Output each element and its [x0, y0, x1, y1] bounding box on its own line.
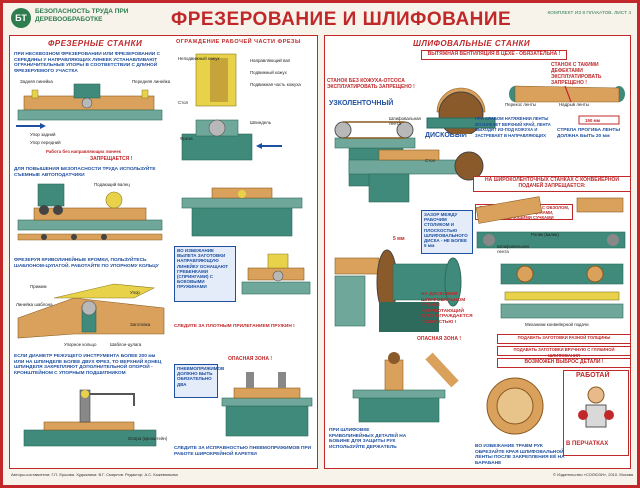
defects-warning: СТАНОК С ТАКИМИ ДЕФЕКТАМИ ЭКСПЛУАТИРОВАТ… — [551, 62, 602, 86]
label-stop-ring: Упорное кольцо — [64, 342, 97, 347]
label-no-rulers: Работа без направляющих линеек — [46, 149, 121, 154]
gloves-bottom-label: В ПЕРЧАТКАХ — [566, 441, 609, 447]
milling-section-title: ФРЕЗЕРНЫЕ СТАНКИ — [48, 39, 143, 48]
wide-rule-2: ПОДАВАТЬ ЗАГОТОВКИ РАЗНОЙ ТОЛЩИНЫ — [497, 334, 631, 344]
disc-sander-table-illustration — [348, 149, 484, 203]
springs-illustration — [241, 253, 311, 295]
label-table: Стол — [178, 100, 189, 105]
label-bracket: Опора (кронштейн) — [128, 436, 168, 441]
curved-edge-illustration — [17, 283, 165, 339]
label-skew: Перекос ленты — [505, 102, 536, 107]
sag-note: СТРЕЛА ПРОГИБА ЛЕНТЫ ДОЛЖНА БЫТЬ 20 мм — [557, 128, 621, 139]
label-rear-ruler: Задняя линейка — [20, 79, 53, 84]
disc-sander-illustration — [334, 249, 462, 332]
worker-gloves-icon — [578, 386, 614, 428]
danger-zone-left: ОПАСНАЯ ЗОНА ! — [228, 356, 273, 362]
sag-value: 150 мм — [585, 118, 601, 123]
header: БТ БЕЗОПАСНОСТЬ ТРУДА ПРИ ДЕРЕВООБРАБОТК… — [3, 3, 637, 33]
holder-note: ПРИ ШЛИФОВКЕ КРИВОЛИНЕЙНЫХ ДЕТАЛЕЙ НА БО… — [329, 428, 407, 450]
wide-belt-machine-illustration — [500, 263, 624, 319]
label-workpiece: Заготовка — [130, 322, 151, 327]
guard-title: ОГРАЖДЕНИЕ РАБОЧЕЙ ЧАСТИ ФРЕЗЫ — [176, 39, 301, 45]
hand-injury-note: ВО ИЗБЕЖАНИЕ ТРАВМ РУК ОБРЕЗАЙТЕ КРАЯ ШЛ… — [475, 444, 565, 466]
note-springs: СЛЕДИТЕ ЗА ПЛОТНЫМ ПРИЛЕГАНИЕМ ПРУЖИН ! — [174, 324, 295, 329]
label-spindle: Шпиндель — [250, 120, 271, 125]
label-front-stop: Упор передний — [30, 140, 61, 145]
label-stand: Стол — [425, 158, 436, 163]
sanding-section-title: ШЛИФОВАЛЬНЫЕ СТАНКИ — [413, 39, 531, 48]
label-sanding-belt: Шлифовальная лента — [497, 244, 529, 254]
note-limiters: ПРИ НЕСКВОЗНОМ ФРЕЗЕРОВАНИИ ИЛИ ФРЕЗЕРОВ… — [14, 52, 161, 74]
label-tear: Надрыв ленты — [559, 102, 589, 107]
wide-belt-banner: НА ШИРОКОЛЕНТОЧНЫХ СТАНКАХ С КОНВЕЙЕРНОЙ… — [473, 176, 631, 192]
label-belt: Шлифовальная лента — [389, 116, 421, 126]
milling-machine-illustration — [181, 187, 303, 237]
disc-guard-note: НА ДИСКОВОМ ШЛИФОВАЛЬНОМ СТАНКЕ НЕРАБОТА… — [421, 292, 473, 325]
danger-zone-right: ОПАСНАЯ ЗОНА ! — [417, 336, 462, 342]
label-fixed-hood: Неподвижный кожух — [178, 56, 220, 61]
series-label: КОМПЛЕКТ ИЗ 8 ПЛАКАТОВ. ЛИСТ 4 — [547, 11, 631, 16]
page-title: ФРЕЗЕРОВАНИЕ И ШЛИФОВАНИЕ — [171, 9, 512, 30]
note-avoid-kickback: ВО ИЗБЕЖАНИЕ ВЫЛЕТА ЗАГОТОВКИ НАПРАВЛЯЮЩ… — [174, 246, 236, 302]
label-template-ruler: Линейка шаблона — [16, 302, 53, 307]
disc-illustration — [426, 87, 496, 134]
note-diameter: ЕСЛИ ДИАМЕТР РЕЖУЩЕГО ИНСТРУМЕНТА БОЛЕЕ … — [14, 354, 162, 376]
milling-panel: ФРЕЗЕРНЫЕ СТАНКИ ОГРАЖДЕНИЕ РАБОЧЕЙ ЧАСТ… — [9, 35, 318, 469]
kickback-banner: ВОЗМОЖЕН ВЫБРОС ДЕТАЛИ ! — [497, 358, 631, 368]
footer-authors: Авторы-составители: Г.П. Ершова. Художни… — [11, 472, 178, 477]
wide-rule-3: ПОДАВАТЬ ЗАГОТОВКИ ВРУЧНУЮ С ГЛУБИНОЙ ШЛ… — [497, 346, 631, 358]
belt-defects-illustration — [509, 85, 625, 125]
drum-illustration — [486, 377, 544, 435]
forbidden-badge-1: ЗАПРЕЩАЕТСЯ ! — [90, 156, 133, 162]
label-clamp: Прижим — [30, 284, 47, 289]
gap-note: ЗАЗОР МЕЖДУ РАБОЧИМ СТОЛИКОМ И ПЛОСКОСТЬ… — [421, 210, 473, 254]
label-moving-hood: Подвижный кожух — [250, 70, 287, 75]
ventilation-banner: ВЫТЯЖНАЯ ВЕНТИЛЯЦИЯ В ЦЕХЕ - ОБЯЗАТЕЛЬНА… — [421, 50, 567, 60]
tension-note: ПРИ СЛАБОМ НАТЯЖЕНИИ ЛЕНТЫ ВОЗНИКАЕТ ВЕР… — [475, 116, 551, 138]
label-cutter: Фреза — [180, 136, 193, 141]
label-moving-part: Подвижная часть кожуха — [250, 82, 301, 87]
footer-publisher: © Издательство «СОЛЮЗИ», 2010. Москва — [553, 472, 633, 477]
pneumatic-note: ПНЕВМОПРИЖИМОВ ДОЛЖНО БЫТЬ ОБЯЗАТЕЛЬНО Д… — [174, 364, 224, 398]
note-curved: ФРЕЗЕРУЯ КРИВОЛИНЕЙНЫЕ КРОМКИ, ПОЛЬЗУЙТЕ… — [14, 258, 159, 269]
note-autofeed: ДЛЯ ПОВЫШЕНИЯ БЕЗОПАСНОСТИ ТРУДА ИСПОЛЬЗ… — [14, 167, 156, 178]
header-subtitle: БЕЗОПАСНОСТЬ ТРУДА ПРИ ДЕРЕВООБРАБОТКЕ — [35, 8, 129, 23]
label-feed-roller: Подающий валец — [94, 182, 130, 187]
carriage-illustration — [221, 372, 313, 437]
gap-value: 5 мм — [393, 236, 405, 242]
sanding-panel: ШЛИФОВАЛЬНЫЕ СТАНКИ ВЫТЯЖНАЯ ВЕНТИЛЯЦИЯ … — [324, 35, 631, 469]
bracket-illustration — [23, 389, 157, 447]
autofeed-illustration — [17, 183, 163, 241]
label-guide-shaft: Направляющий вал — [250, 58, 291, 63]
label-stop: Упор — [130, 290, 140, 295]
label-template: Шаблон-цулага — [110, 342, 142, 347]
label-conveyor: Механизм конвейерной подачи — [525, 322, 589, 327]
logo-icon: БТ — [11, 8, 31, 28]
note-carriage: СЛЕДИТЕ ЗА ИСПРАВНОСТЬЮ ПНЕВМОПРИЖИМОВ П… — [174, 446, 312, 457]
label-roller: Ролик (валик) — [531, 232, 559, 237]
limiters-illustration — [16, 83, 163, 129]
gloves-card: РАБОТАЙ В ПЕРЧАТКАХ — [563, 370, 629, 456]
guard-illustration — [181, 53, 282, 161]
label-front-ruler: Передняя линейка — [132, 79, 171, 84]
disc-label: ДИСКОВЫЙ — [425, 132, 467, 139]
wide-belt-illustration — [475, 196, 626, 249]
no-hood-warning: СТАНОК БЕЗ КОЖУХА-ОТСОСА ЭКСПЛУАТИРОВАТЬ… — [327, 78, 415, 90]
bobbin-sander-illustration — [352, 352, 459, 423]
label-rear-stop: Упор задний — [30, 132, 56, 137]
gloves-top-label: РАБОТАЙ — [576, 372, 610, 379]
narrow-belt-label: УЗКОЛЕНТОЧНЫЙ — [329, 100, 394, 107]
